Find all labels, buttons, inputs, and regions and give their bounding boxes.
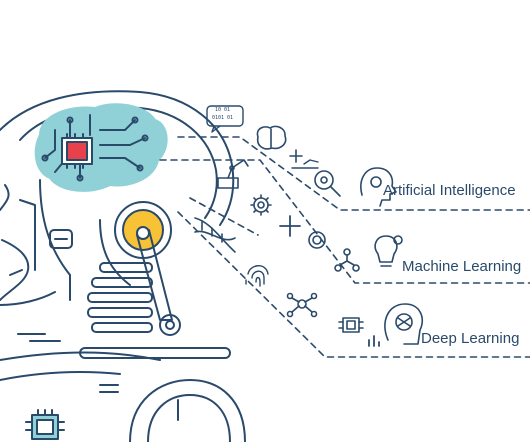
label-machine-learning: Machine Learning — [402, 258, 522, 275]
projection-lines — [159, 136, 530, 358]
molecule-icon — [286, 292, 318, 318]
chat-bubble-text-2: 0101 01 — [212, 115, 234, 121]
bottom-chip-icon — [25, 409, 65, 440]
bar-chart-icon — [368, 335, 380, 347]
brain-icon — [256, 125, 287, 150]
eye-joint — [114, 201, 181, 336]
cpu-icon — [338, 317, 364, 333]
label-artificial-intelligence: Artificial Intelligence — [383, 182, 516, 199]
network-icon — [334, 248, 360, 272]
chat-bubble-text-1: 10 01 — [215, 107, 231, 113]
brain-head-icon — [384, 303, 424, 345]
head-gear-icon — [360, 167, 397, 207]
target-icon — [308, 231, 326, 249]
fingerprint-icon — [245, 265, 269, 287]
gear-icon — [250, 194, 272, 216]
plus-icon — [279, 215, 301, 237]
plus-icon — [289, 149, 303, 163]
dna-icon — [194, 217, 236, 253]
cpu-chip-icon — [61, 133, 93, 169]
robot-neck — [17, 262, 231, 359]
chart-icon — [291, 159, 319, 169]
brain — [34, 103, 168, 192]
chat-bubble-icon — [206, 105, 244, 133]
label-deep-learning: Deep Learning — [421, 330, 520, 347]
bulb-icon — [374, 235, 403, 267]
robot-arm-icon — [217, 159, 249, 189]
magnifier-icon — [314, 170, 341, 197]
